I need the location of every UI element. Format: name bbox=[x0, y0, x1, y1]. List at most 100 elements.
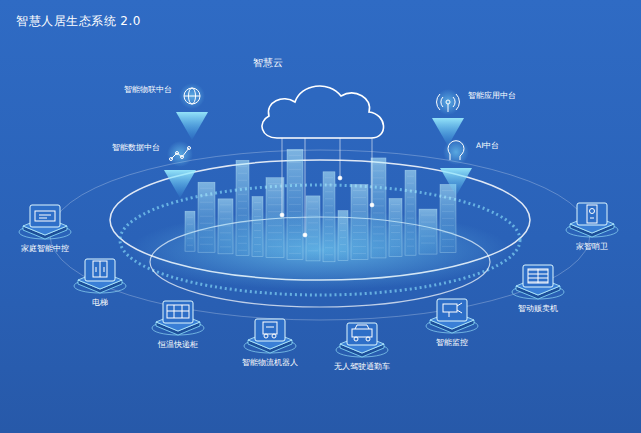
tile bbox=[152, 301, 204, 335]
building bbox=[266, 178, 284, 258]
window-row bbox=[308, 250, 318, 251]
device-tile bbox=[512, 262, 564, 302]
window-row bbox=[407, 225, 414, 226]
building bbox=[323, 172, 335, 262]
window-row bbox=[254, 244, 261, 245]
icon bbox=[167, 305, 189, 318]
device-label: 电梯 bbox=[92, 298, 108, 308]
window-row bbox=[238, 236, 247, 237]
window-row bbox=[254, 251, 261, 252]
window-row bbox=[308, 215, 318, 216]
window-row bbox=[187, 231, 193, 232]
window-row bbox=[442, 211, 454, 212]
device-node: 智动贩卖机 bbox=[512, 262, 564, 316]
diagram-title: 智慧人居生态系统 2.0 bbox=[16, 13, 141, 30]
window-row bbox=[238, 250, 247, 251]
device-node: 智能物流机器人 bbox=[239, 316, 301, 370]
window-row bbox=[220, 246, 231, 247]
platform-icon bbox=[166, 140, 194, 168]
window-row bbox=[407, 218, 414, 219]
icon-stroke bbox=[354, 337, 358, 341]
window-row bbox=[421, 229, 435, 230]
window-row bbox=[308, 208, 318, 209]
icon bbox=[528, 269, 548, 283]
window-row bbox=[407, 190, 414, 191]
window-row bbox=[340, 237, 346, 238]
icon bbox=[587, 205, 597, 223]
platform-node: 智能物联中台 bbox=[178, 82, 206, 110]
platform-label: 智能应用中台 bbox=[468, 91, 516, 101]
icon-stroke bbox=[100, 261, 101, 277]
window-row bbox=[238, 194, 247, 195]
window-row bbox=[442, 239, 454, 240]
window-row bbox=[353, 218, 366, 219]
window-row bbox=[238, 222, 247, 223]
window-row bbox=[373, 212, 384, 213]
building bbox=[389, 198, 402, 256]
building bbox=[419, 209, 437, 254]
tile bbox=[74, 259, 126, 293]
platform-node: 智能数据中台 bbox=[166, 140, 194, 168]
cloud-outline bbox=[262, 86, 384, 138]
window-row bbox=[268, 204, 282, 205]
window-row bbox=[353, 204, 366, 205]
building bbox=[236, 160, 249, 255]
device-tile bbox=[566, 200, 618, 240]
icon-stroke bbox=[170, 158, 173, 161]
window-row bbox=[373, 198, 384, 199]
tile bbox=[244, 319, 296, 353]
icon-stroke bbox=[184, 88, 200, 104]
building bbox=[185, 211, 195, 251]
tile-face bbox=[347, 323, 377, 345]
platform-label: 智能物联中台 bbox=[124, 85, 172, 95]
window-row bbox=[373, 247, 384, 248]
window-row bbox=[238, 180, 247, 181]
window-row bbox=[442, 190, 454, 191]
building bbox=[405, 170, 416, 255]
window-row bbox=[308, 229, 318, 230]
outer-ring bbox=[50, 150, 590, 320]
window-row bbox=[268, 225, 282, 226]
window-row bbox=[325, 233, 333, 234]
cloud-shape bbox=[255, 72, 395, 142]
window-row bbox=[200, 230, 213, 231]
window-row bbox=[268, 197, 282, 198]
window-row bbox=[391, 239, 400, 240]
window-row bbox=[238, 208, 247, 209]
window-row bbox=[421, 236, 435, 237]
window-row bbox=[187, 238, 193, 239]
icon-stroke bbox=[266, 327, 274, 328]
window-row bbox=[353, 197, 366, 198]
window-row bbox=[238, 187, 247, 188]
icon-stroke bbox=[528, 269, 548, 283]
icon-stroke bbox=[352, 329, 372, 337]
device-node: 家庭智能中控 bbox=[18, 202, 72, 256]
window-row bbox=[373, 170, 384, 171]
window-row bbox=[254, 223, 261, 224]
window-row bbox=[325, 212, 333, 213]
window-row bbox=[220, 232, 231, 233]
platform-label: 智能数据中台 bbox=[112, 143, 160, 153]
window-row bbox=[407, 197, 414, 198]
tick-ring bbox=[120, 185, 520, 295]
window-row bbox=[325, 240, 333, 241]
window-row bbox=[220, 204, 231, 205]
window-row bbox=[200, 202, 213, 203]
window-row bbox=[442, 232, 454, 233]
window-row bbox=[391, 246, 400, 247]
icon-stroke bbox=[457, 310, 462, 313]
window-row bbox=[220, 239, 231, 240]
window-row bbox=[373, 226, 384, 227]
device-label: 恒温快递柜 bbox=[158, 340, 198, 350]
window-row bbox=[289, 232, 301, 233]
device-label: 智能物流机器人 bbox=[242, 358, 298, 368]
window-row bbox=[407, 204, 414, 205]
window-row bbox=[373, 219, 384, 220]
window-row bbox=[353, 190, 366, 191]
signal-dot bbox=[370, 203, 374, 207]
window-row bbox=[220, 218, 231, 219]
window-row bbox=[238, 201, 247, 202]
platform-icon bbox=[442, 138, 470, 166]
window-row bbox=[200, 216, 213, 217]
window-row bbox=[220, 211, 231, 212]
